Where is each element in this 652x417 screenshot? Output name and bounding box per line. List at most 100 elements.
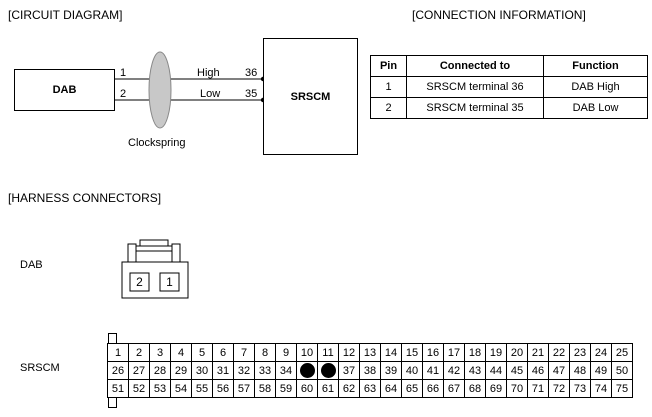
- srscm-pin-cell: 33: [255, 362, 276, 380]
- srscm-pin-cell: 25: [612, 344, 633, 362]
- srscm-pin-cell: 41: [423, 362, 444, 380]
- srscm-pin-cell: 13: [360, 344, 381, 362]
- srscm-pin-cell: 5: [192, 344, 213, 362]
- srscm-pin-cell: 63: [360, 380, 381, 398]
- srscm-pin-cell: 28: [150, 362, 171, 380]
- srscm-pin-cell: 53: [150, 380, 171, 398]
- srscm-pin-cell: 10: [297, 344, 318, 362]
- srscm-pin-cell: 74: [591, 380, 612, 398]
- harness-srscm-label: SRSCM: [20, 362, 60, 374]
- srscm-pin-cell-used: [318, 362, 339, 380]
- srscm-pin-cell: 16: [423, 344, 444, 362]
- srscm-pin-cell: 7: [234, 344, 255, 362]
- srscm-pin-cell: 22: [549, 344, 570, 362]
- table-cell: 1: [370, 76, 407, 98]
- srscm-pin-cell-used: [297, 362, 318, 380]
- connection-information-title: [CONNECTION INFORMATION]: [412, 8, 586, 22]
- harness-connectors-title: [HARNESS CONNECTORS]: [8, 191, 162, 205]
- srscm-pin-cell: 26: [108, 362, 129, 380]
- table-cell: DAB High: [543, 76, 648, 98]
- srscm-pin-cell: 38: [360, 362, 381, 380]
- srscm-pin-cell: 34: [276, 362, 297, 380]
- terminal-36-label: 36: [245, 67, 258, 79]
- table-cell: 2: [370, 97, 407, 119]
- terminal-35-label: 35: [245, 88, 258, 100]
- dab-connector-drawing: [121, 239, 189, 299]
- srscm-pin-cell: 59: [276, 380, 297, 398]
- srscm-pin-cell: 72: [549, 380, 570, 398]
- srscm-pin-cell: 37: [339, 362, 360, 380]
- srscm-pin-cell: 30: [192, 362, 213, 380]
- srscm-pin-cell: 57: [234, 380, 255, 398]
- clockspring-shape: [148, 51, 172, 129]
- srscm-pin-cell: 12: [339, 344, 360, 362]
- table-cell: SRSCM terminal 35: [406, 97, 544, 119]
- srscm-pin-cell: 24: [591, 344, 612, 362]
- srscm-pin-cell: 31: [213, 362, 234, 380]
- table-row: 2 SRSCM terminal 35 DAB Low: [370, 97, 648, 119]
- srscm-pin-cell: 3: [150, 344, 171, 362]
- srscm-pin-cell: 11: [318, 344, 339, 362]
- srscm-pin-cell: 71: [528, 380, 549, 398]
- circuit-diagram-title: [CIRCUIT DIAGRAM]: [8, 8, 123, 22]
- srscm-pin-cell: 65: [402, 380, 423, 398]
- header-pin: Pin: [370, 55, 407, 77]
- srscm-pin-cell: 64: [381, 380, 402, 398]
- srscm-pin-cell: 8: [255, 344, 276, 362]
- srscm-pin-cell: 68: [465, 380, 486, 398]
- srscm-pin-cell: 46: [528, 362, 549, 380]
- clockspring-label: Clockspring: [128, 137, 186, 149]
- srscm-pin-cell: 66: [423, 380, 444, 398]
- srscm-pin-cell: 20: [507, 344, 528, 362]
- dab-connector-pin-2: 2: [136, 275, 143, 289]
- dab-box-label: DAB: [52, 84, 77, 96]
- srscm-pin-cell: 69: [486, 380, 507, 398]
- srscm-pin-cell: 49: [591, 362, 612, 380]
- srscm-connector-latch-top: [108, 333, 117, 344]
- srscm-pin-cell: 27: [129, 362, 150, 380]
- srscm-pin-cell: 32: [234, 362, 255, 380]
- used-pin-dot: [320, 363, 336, 378]
- srscm-pin-cell: 39: [381, 362, 402, 380]
- table-row: 1 SRSCM terminal 36 DAB High: [370, 76, 648, 98]
- srscm-pin-cell: 29: [171, 362, 192, 380]
- srscm-pin-cell: 45: [507, 362, 528, 380]
- dab-connector-pin-1: 1: [166, 275, 173, 289]
- srscm-pin-cell: 17: [444, 344, 465, 362]
- srscm-pin-cell: 2: [129, 344, 150, 362]
- srscm-pin-cell: 15: [402, 344, 423, 362]
- used-pin-dot: [299, 363, 315, 378]
- harness-dab-label: DAB: [20, 259, 43, 271]
- table-cell: DAB Low: [543, 97, 648, 119]
- srscm-pin-cell: 61: [318, 380, 339, 398]
- srscm-pin-cell: 4: [171, 344, 192, 362]
- srscm-pin-cell: 47: [549, 362, 570, 380]
- srscm-pin-cell: 54: [171, 380, 192, 398]
- srscm-pin-cell: 50: [612, 362, 633, 380]
- dab-box: DAB: [14, 69, 115, 111]
- srscm-pin-cell: 18: [465, 344, 486, 362]
- srscm-box: SRSCM: [263, 38, 358, 155]
- srscm-pin-cell: 51: [108, 380, 129, 398]
- srscm-box-label: SRSCM: [290, 90, 331, 103]
- srscm-pin-cell: 44: [486, 362, 507, 380]
- srscm-pin-cell: 21: [528, 344, 549, 362]
- srscm-pin-cell: 42: [444, 362, 465, 380]
- srscm-pin-cell: 14: [381, 344, 402, 362]
- srscm-pin-cell: 23: [570, 344, 591, 362]
- srscm-pin-cell: 40: [402, 362, 423, 380]
- srscm-connector-latch-bottom: [108, 397, 117, 408]
- srscm-pin-cell: 73: [570, 380, 591, 398]
- high-label: High: [197, 67, 220, 79]
- header-connected-to: Connected to: [406, 55, 544, 77]
- srscm-pin-cell: 52: [129, 380, 150, 398]
- srscm-pin-cell: 60: [297, 380, 318, 398]
- srscm-pin-cell: 55: [192, 380, 213, 398]
- dab-pin-2-label: 2: [120, 88, 127, 100]
- low-label: Low: [200, 88, 221, 100]
- srscm-pin-cell: 75: [612, 380, 633, 398]
- srscm-pin-cell: 6: [213, 344, 234, 362]
- srscm-pin-cell: 1: [108, 344, 129, 362]
- dab-pin-1-label: 1: [120, 67, 127, 79]
